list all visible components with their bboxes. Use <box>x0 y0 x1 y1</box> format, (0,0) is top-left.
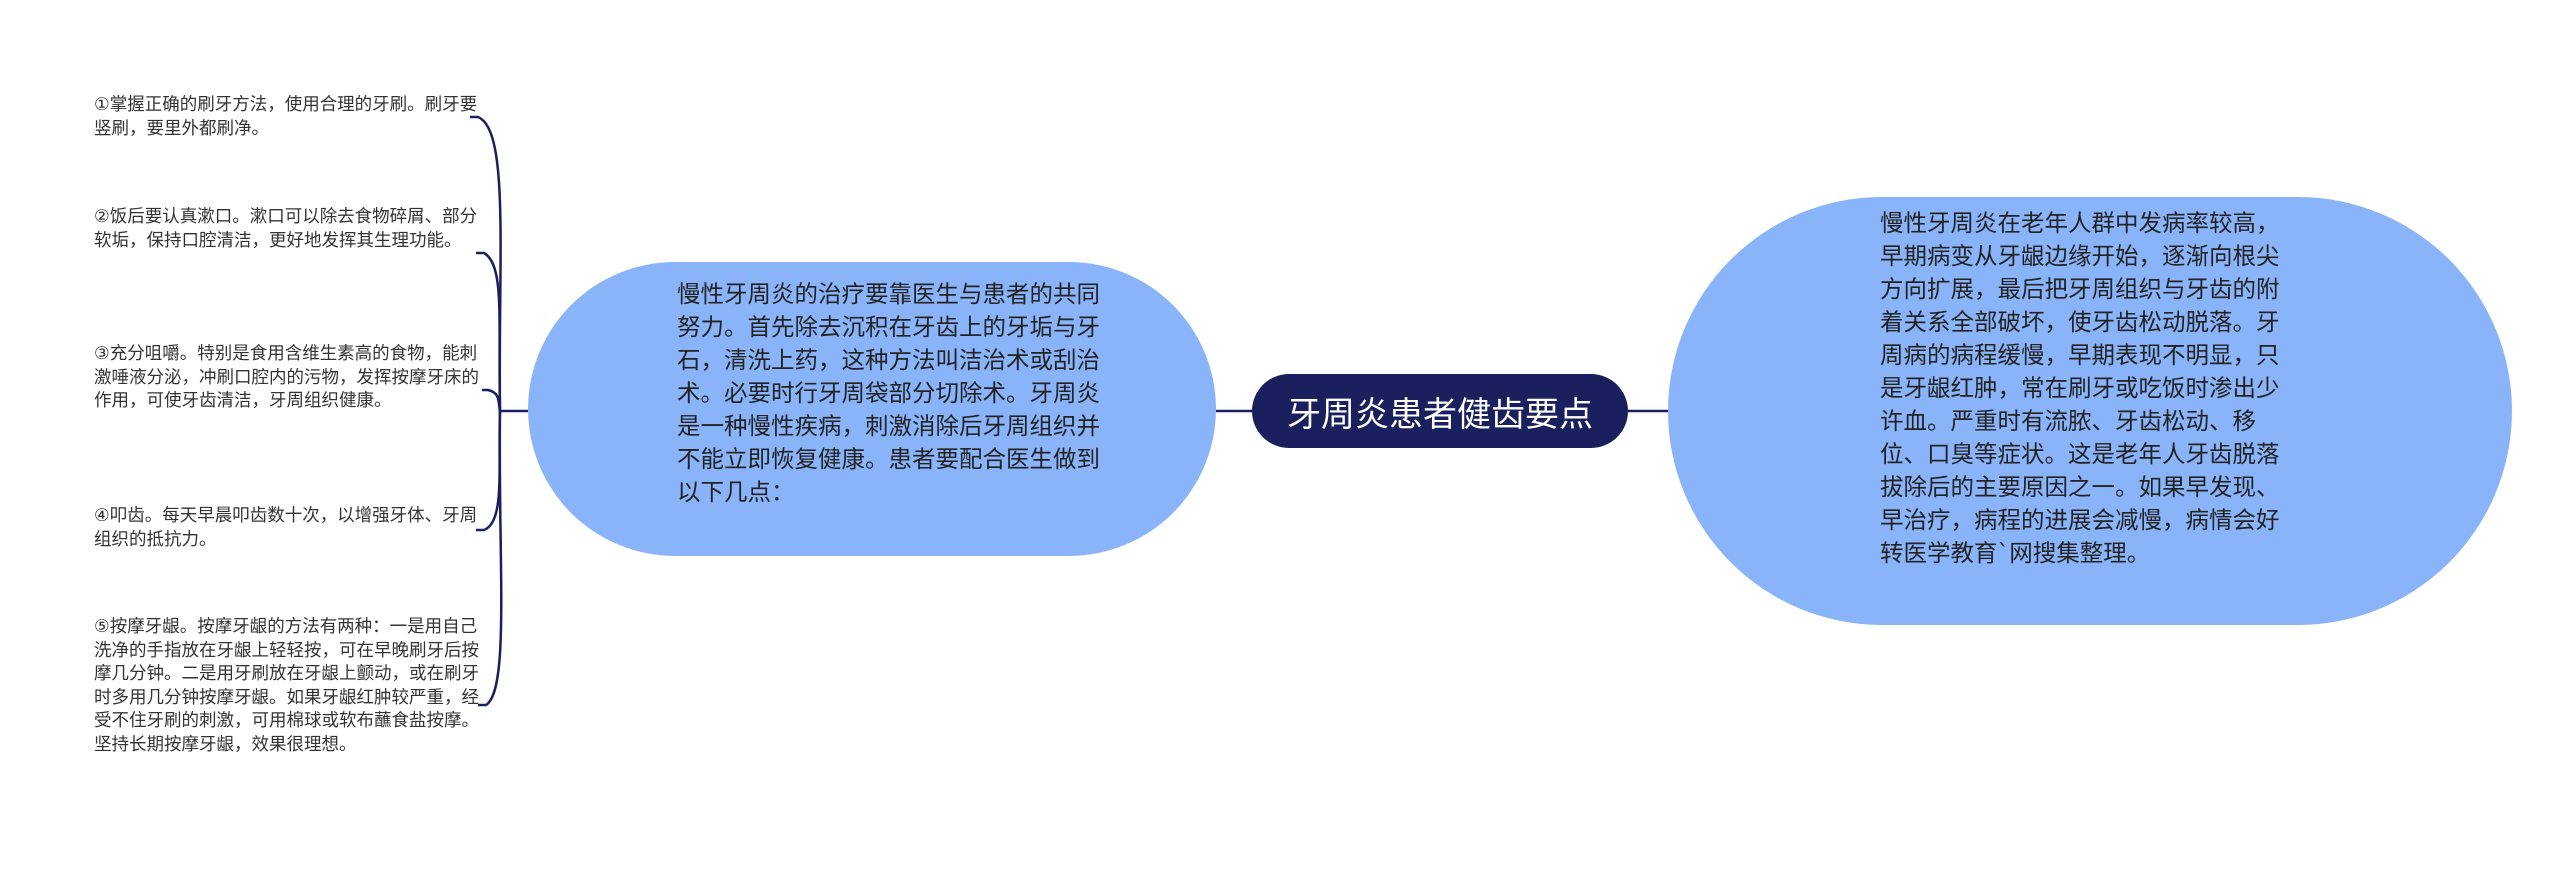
leaf-node-rinsing[interactable]: ②饭后要认真漱口。漱口可以除去食物碎屑、部分软垢，保持口腔清洁，更好地发挥其生理… <box>94 206 490 253</box>
leaf-node-chewing[interactable]: ③充分咀嚼。特别是食用含维生素高的食物，能刺激唾液分泌，冲刷口腔内的污物，发挥按… <box>94 343 490 414</box>
connector-branch-5 <box>478 410 503 707</box>
leaf-text-teeth-tapping: ④叩齿。每天早晨叩齿数十次，以增强牙体、牙周组织的抵抗力。 <box>94 506 478 550</box>
connector-branch-3 <box>482 388 502 412</box>
leaf-text-rinsing: ②饭后要认真漱口。漱口可以除去食物碎屑、部分软垢，保持口腔清洁，更好地发挥其生理… <box>94 207 478 251</box>
leaf-text-brushing: ①掌握正确的刷牙方法，使用合理的牙刷。刷牙要竖刷，要里外都刷净。 <box>94 95 478 139</box>
right-topic-text: 慢性牙周炎在老年人群中发病率较高，早期病变从牙龈边缘开始，逐渐向根尖方向扩展，最… <box>1880 209 2280 567</box>
leaf-node-teeth-tapping[interactable]: ④叩齿。每天早晨叩齿数十次，以增强牙体、牙周组织的抵抗力。 <box>94 505 490 552</box>
leaf-text-chewing: ③充分咀嚼。特别是食用含维生素高的食物，能刺激唾液分泌，冲刷口腔内的污物，发挥按… <box>94 344 479 411</box>
right-topic-node[interactable]: 慢性牙周炎在老年人群中发病率较高，早期病变从牙龈边缘开始，逐渐向根尖方向扩展，最… <box>1668 197 2512 625</box>
leaf-node-gum-massage[interactable]: ⑤按摩牙龈。按摩牙龈的方法有两种：一是用自己洗净的手指放在牙龈上轻轻按，可在早晚… <box>94 616 490 757</box>
left-topic-text: 慢性牙周炎的治疗要靠医生与患者的共同努力。首先除去沉积在牙齿上的牙垢与牙石，清洗… <box>677 280 1100 506</box>
central-topic[interactable]: 牙周炎患者健齿要点 <box>1252 374 1628 448</box>
central-topic-label: 牙周炎患者健齿要点 <box>1287 394 1593 435</box>
leaf-node-brushing[interactable]: ①掌握正确的刷牙方法，使用合理的牙刷。刷牙要竖刷，要里外都刷净。 <box>94 94 490 141</box>
left-topic-node[interactable]: 慢性牙周炎的治疗要靠医生与患者的共同努力。首先除去沉积在牙齿上的牙垢与牙石，清洗… <box>528 262 1216 556</box>
leaf-text-gum-massage: ⑤按摩牙龈。按摩牙龈的方法有两种：一是用自己洗净的手指放在牙龈上轻轻按，可在早晚… <box>94 617 479 755</box>
connector-branch-2 <box>476 251 502 412</box>
